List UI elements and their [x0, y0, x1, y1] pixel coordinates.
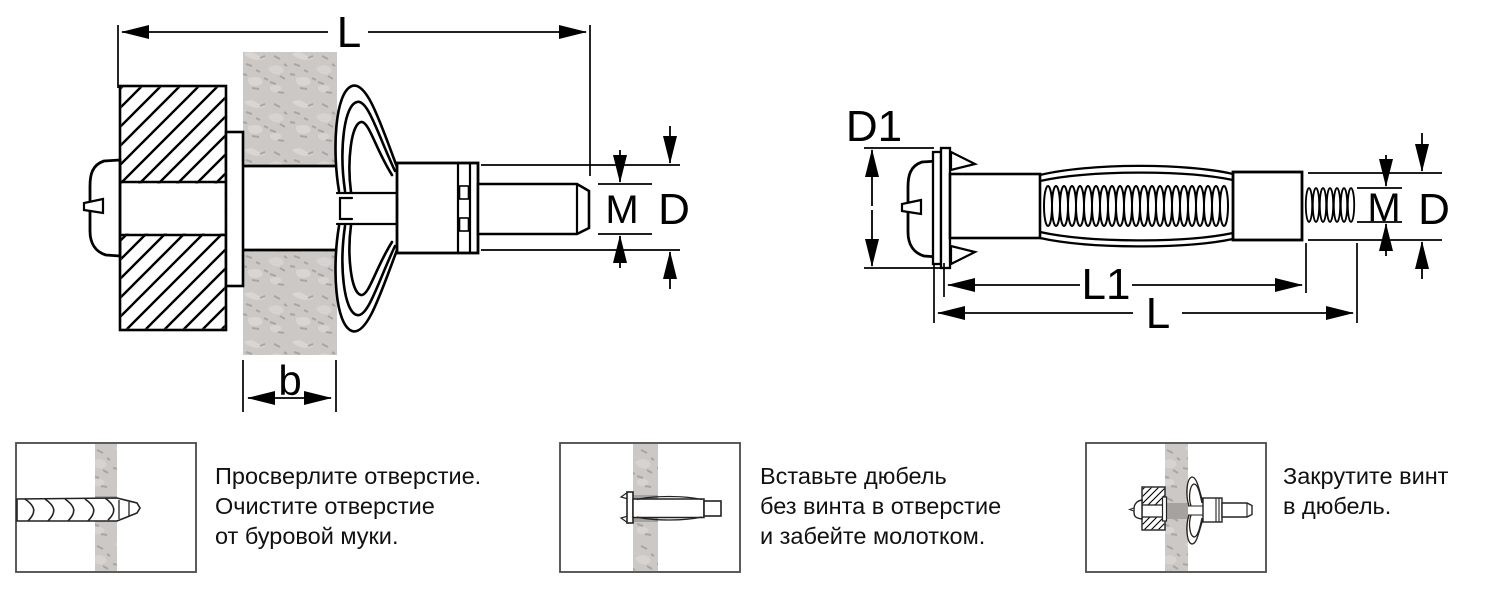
step-1-drill-diagram: [15, 442, 197, 573]
dim-label-M-left: M: [605, 188, 638, 232]
screw-head: [82, 158, 122, 258]
anchor-end-block: [1231, 170, 1304, 242]
step-2-line-2: без винта в отверстие: [760, 493, 1002, 519]
step-1-line-1: Просверлите отверстие.: [215, 463, 482, 489]
dim-label-D-right: D: [1418, 185, 1450, 234]
flange-plate: [939, 146, 952, 270]
dim-L-right: [933, 243, 1358, 323]
dim-L-left: [117, 25, 591, 176]
expansion-barrel: [1039, 164, 1234, 248]
step-1-text: Просверлите отверстие. Очистите отверсти…: [215, 461, 481, 551]
step-1-line-3: от буровой муки.: [215, 523, 399, 549]
anchor-dimension-drawings: L M D b: [82, 8, 1450, 412]
anchor-inserted-icon: [619, 490, 722, 525]
washer-plate: [931, 150, 943, 266]
fixture-block: [118, 84, 228, 332]
dim-b: [242, 360, 337, 412]
step-2-insert-diagram: [559, 442, 741, 573]
anchor-product-view: D1 M D L1: [846, 102, 1450, 338]
step-2-line-1: Вставьте дюбель: [760, 463, 947, 489]
anchor-tightened-icon: [1127, 476, 1253, 545]
step-3-tighten-diagram: [1085, 442, 1267, 573]
inner-threaded-rod: [1043, 185, 1229, 227]
screw-head-right: [900, 159, 940, 259]
step-2-line-3: и забейте молотком.: [760, 523, 986, 549]
anchor-sleeve: [395, 161, 480, 255]
threaded-stud: [476, 182, 591, 236]
anchor-body: [948, 172, 1042, 240]
dim-label-L-right: L: [1146, 289, 1170, 338]
step-3-line-1: Закрутите винт: [1283, 463, 1449, 489]
dim-label-L-left: L: [337, 8, 361, 57]
anti-rotation-prong-bottom: [949, 244, 979, 266]
dim-label-L1: L1: [1082, 260, 1131, 309]
drilled-hole: [1165, 503, 1188, 519]
dim-label-M-right: M: [1367, 186, 1400, 230]
screw-slot: [82, 197, 105, 215]
dim-D-right: [1308, 133, 1442, 279]
anchor-flange-plate: [224, 130, 245, 288]
installed-anchor-view: L M D b: [82, 8, 690, 412]
step-1-line-2: Очистите отверстие: [215, 493, 435, 519]
screw-slot-right: [900, 198, 923, 216]
step-3-text: Закрутите винт в дюбель.: [1283, 461, 1448, 521]
dim-label-D-left: D: [658, 185, 690, 234]
dim-D1: [864, 147, 944, 269]
dim-M-left: [598, 150, 652, 268]
dim-label-b: b: [278, 357, 301, 404]
anti-rotation-prong-top: [949, 150, 979, 172]
dim-label-D1: D1: [846, 102, 902, 151]
dim-D-left: [481, 126, 680, 289]
threaded-tip: [1304, 187, 1356, 223]
dim-L1: [943, 243, 1307, 297]
expanded-wings: [334, 84, 399, 333]
wall-section: [243, 52, 337, 355]
step-3-line-2: в дюбель.: [1283, 493, 1392, 519]
drill-bit-icon: [16, 497, 141, 522]
step-2-text: Вставьте дюбель без винта в отверстие и …: [760, 461, 1001, 551]
